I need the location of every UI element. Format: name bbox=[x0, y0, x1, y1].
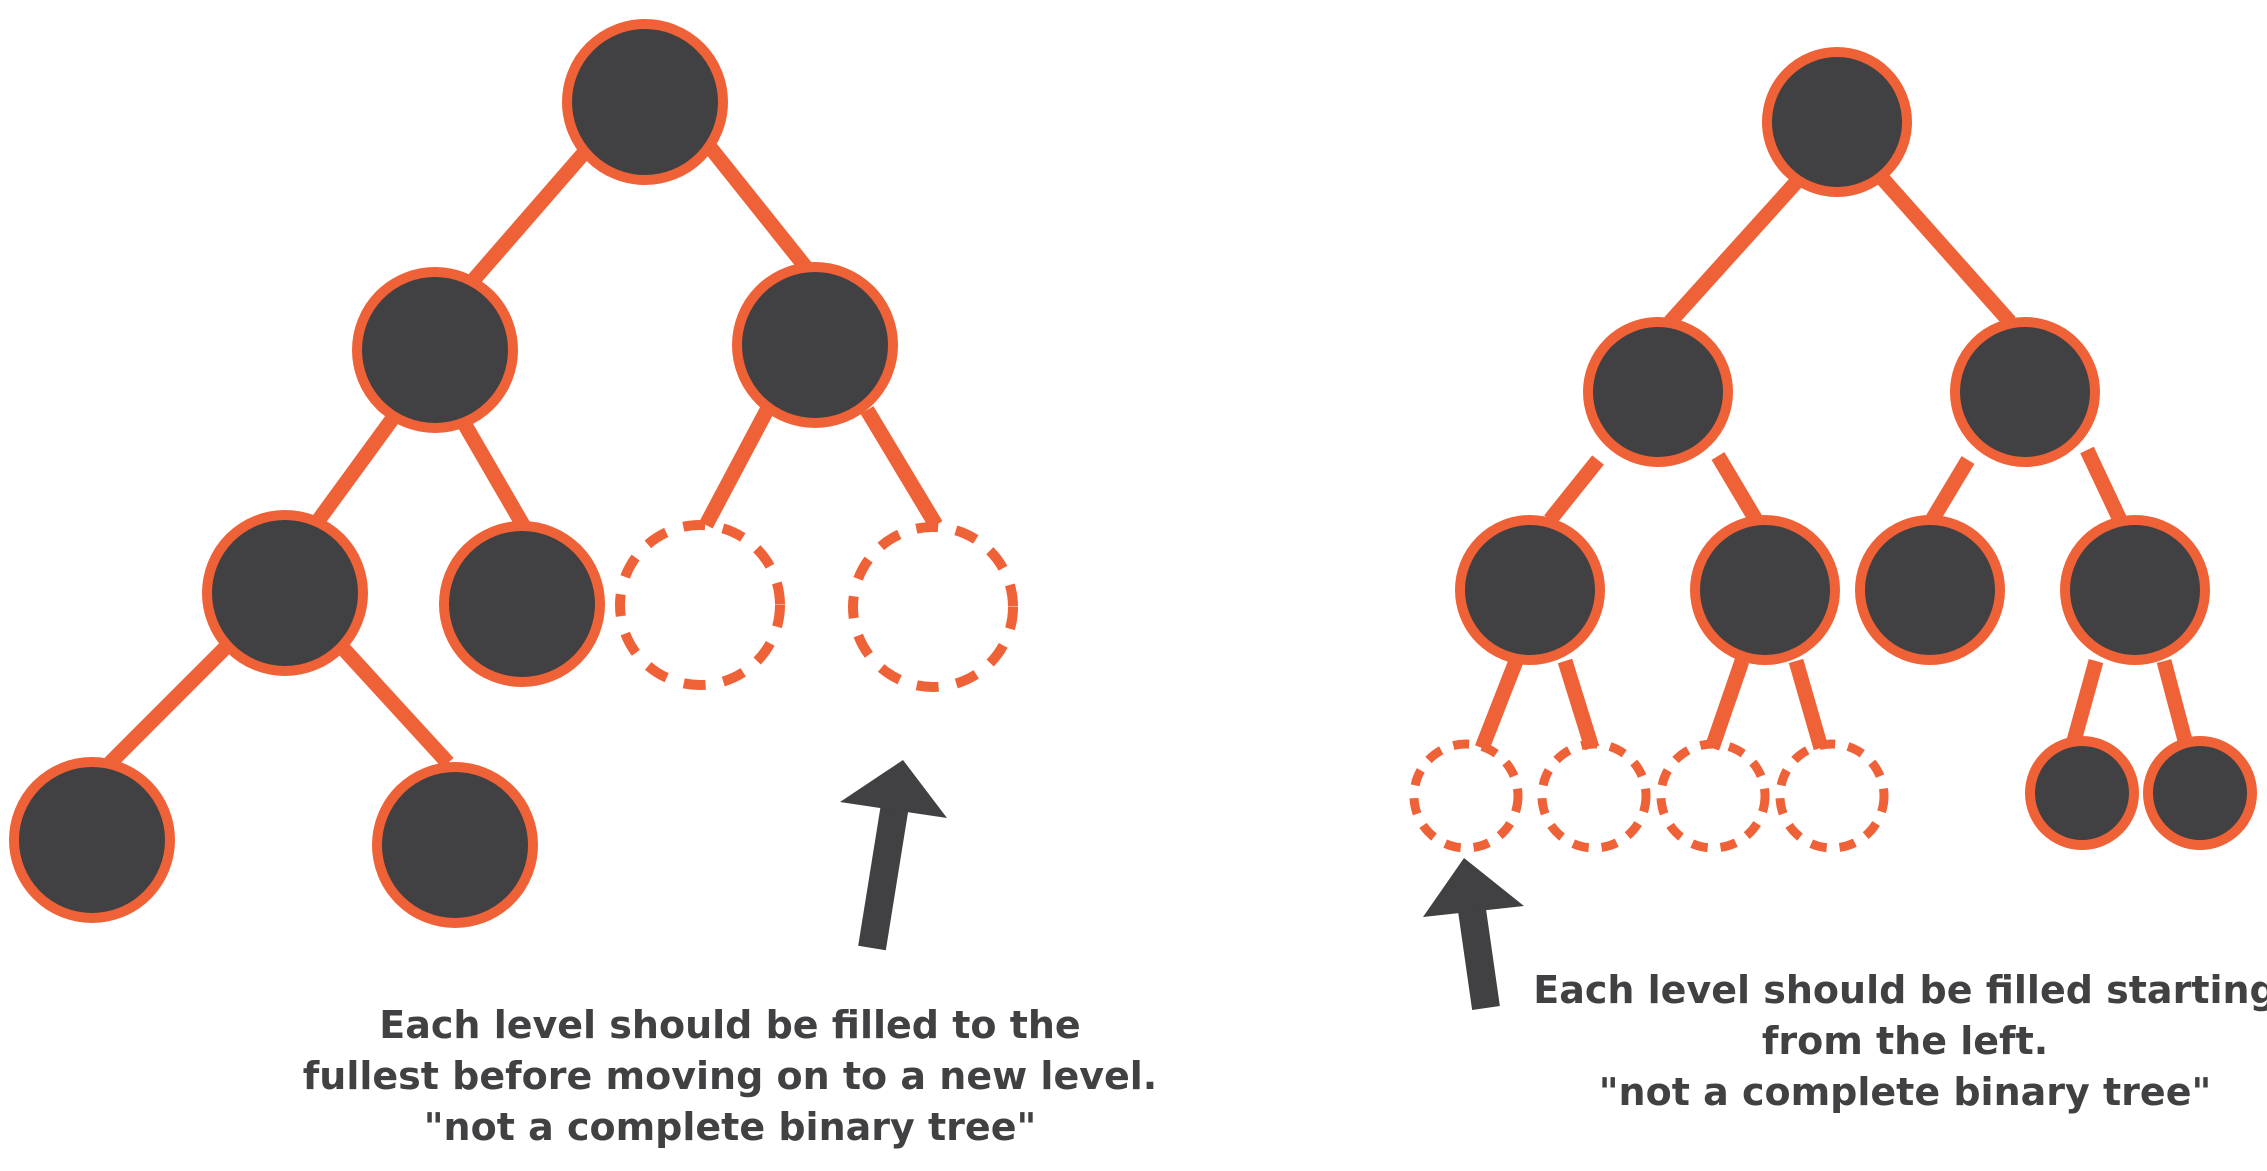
right-edge-l2d-l3e bbox=[2064, 659, 2104, 750]
right-node-root bbox=[1762, 47, 1912, 197]
right-tree bbox=[1475, 172, 2195, 751]
left-edge-l1a-l2a bbox=[308, 413, 400, 530]
left-node-level2-b bbox=[439, 521, 605, 687]
right-caption-line2: from the left. bbox=[1761, 1019, 2049, 1063]
right-tree-nodes bbox=[1409, 47, 2257, 853]
right-edge-l1b-l2c bbox=[1925, 456, 1975, 524]
right-node-level1-a bbox=[1583, 317, 1733, 467]
right-node-level1-b bbox=[1950, 317, 2100, 467]
right-edge-l1a-l2a bbox=[1544, 455, 1604, 525]
right-caption-line3: "not a complete binary tree" bbox=[1598, 1070, 2212, 1114]
left-edge-l2a-l3b bbox=[334, 639, 454, 769]
left-tree-caption: Each level should be filled to the fulle… bbox=[290, 1000, 1170, 1153]
left-edge-l1a-l2b bbox=[454, 414, 530, 529]
left-edge-root-l1b bbox=[703, 141, 814, 275]
right-edge-l1a-l2b bbox=[1711, 452, 1763, 524]
right-node-missing-a bbox=[1409, 739, 1523, 853]
left-edge-l2a-l3a bbox=[104, 639, 234, 769]
right-node-missing-d bbox=[1775, 739, 1889, 853]
right-edge-l2b-l3d bbox=[1788, 658, 1829, 751]
right-node-level3-f bbox=[2143, 736, 2257, 850]
right-node-level2-b bbox=[1690, 515, 1840, 665]
right-node-missing-c bbox=[1656, 739, 1770, 853]
right-edge-l2d-l3f bbox=[2156, 659, 2195, 750]
right-edge-root-l1a bbox=[1664, 172, 1806, 328]
left-caption-line1: Each level should be filled to the bbox=[379, 1003, 1081, 1047]
left-node-root bbox=[562, 19, 728, 185]
left-node-level3-b bbox=[372, 762, 538, 928]
left-edge-l1b-l2c bbox=[699, 406, 774, 529]
left-caption-line2: fullest before moving on to a new level. bbox=[302, 1054, 1158, 1098]
right-node-level2-c bbox=[1855, 515, 2005, 665]
left-arrow-icon bbox=[840, 760, 947, 951]
left-node-missing-b bbox=[848, 522, 1018, 692]
right-node-missing-b bbox=[1537, 739, 1651, 853]
right-edge-l2b-l3c bbox=[1704, 658, 1750, 751]
right-node-level3-e bbox=[2025, 736, 2139, 850]
right-caption-line1: Each level should be filled starting bbox=[1533, 968, 2267, 1012]
left-node-level1-a bbox=[352, 267, 518, 433]
right-tree-caption: Each level should be filled starting fro… bbox=[1520, 965, 2267, 1118]
right-arrow-icon bbox=[1423, 858, 1524, 1010]
left-tree bbox=[104, 141, 943, 769]
right-edge-root-l1b bbox=[1876, 173, 2016, 327]
left-edge-root-l1a bbox=[464, 141, 596, 289]
left-node-missing-a bbox=[615, 520, 785, 690]
left-edge-l1b-l2d bbox=[860, 406, 943, 529]
right-edge-l1b-l2d bbox=[2080, 446, 2127, 524]
left-node-level1-b bbox=[732, 262, 898, 428]
right-node-level2-a bbox=[1455, 515, 1605, 665]
left-tree-nodes bbox=[9, 19, 1018, 928]
left-caption-line3: "not a complete binary tree" bbox=[423, 1105, 1037, 1149]
right-edge-l2a-l3b bbox=[1557, 658, 1600, 751]
left-node-level3-a bbox=[9, 757, 175, 923]
right-edge-l2a-l3a bbox=[1475, 658, 1523, 751]
right-node-level2-d bbox=[2060, 515, 2210, 665]
left-node-level2-a bbox=[202, 510, 368, 676]
